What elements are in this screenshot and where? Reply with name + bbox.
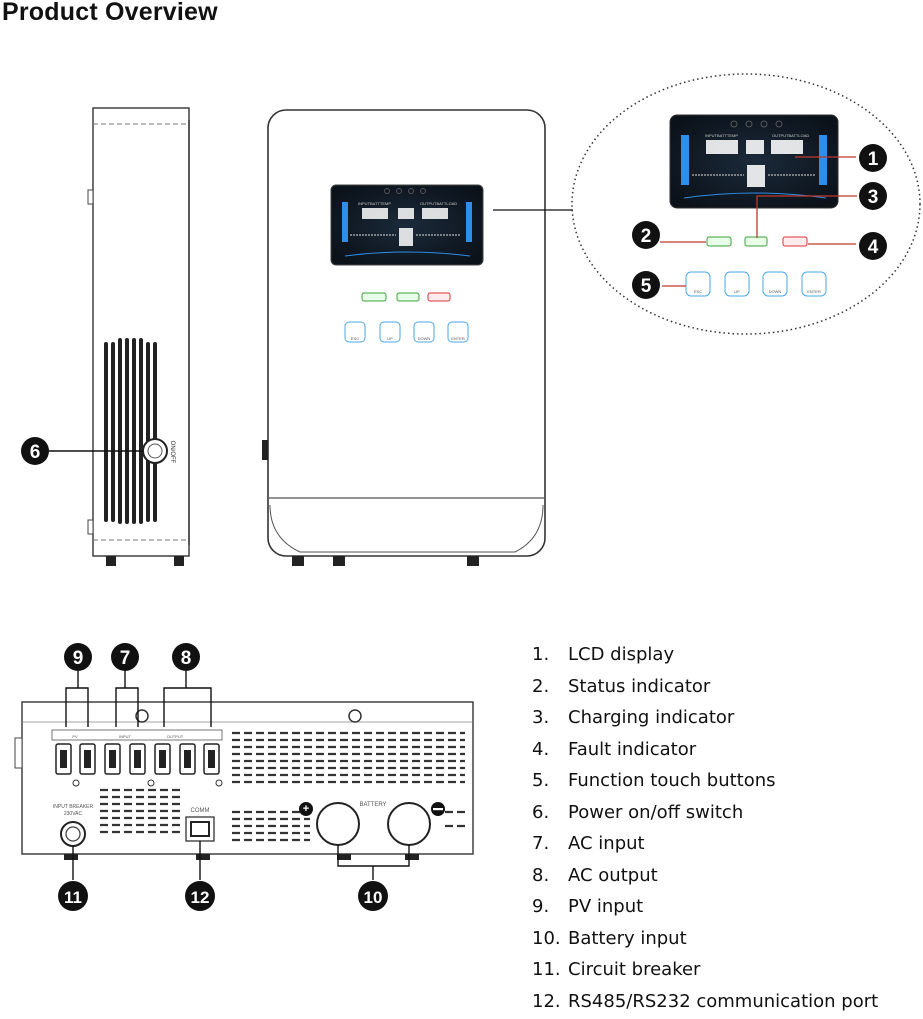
callout-number: 8 — [181, 648, 192, 669]
callout-number: 7 — [120, 648, 131, 669]
legend-item: 4.Fault indicator — [532, 736, 878, 768]
pv-terminal-label: PV — [72, 734, 78, 739]
legend-text: LCD display — [568, 644, 674, 665]
legend-number: 7. — [532, 830, 568, 858]
legend-item: 9.PV input — [532, 893, 878, 925]
legend-number: 2. — [532, 673, 568, 701]
legend-number: 1. — [532, 641, 568, 669]
callout-number: 10 — [364, 888, 383, 907]
callout-number: 12 — [191, 888, 210, 907]
front-enter-label: ENTER — [451, 336, 465, 341]
legend-number: 9. — [532, 893, 568, 921]
switch-label: ON/OFF — [169, 441, 175, 464]
lcd-input-label: INPUTBATTTEMP — [358, 201, 391, 206]
zoom-enter-label: ENTER — [807, 289, 821, 294]
legend-item: 3.Charging indicator — [532, 704, 878, 736]
legend-number: 4. — [532, 736, 568, 764]
zoom-lcd-input-label: INPUTBATTTEMP — [705, 133, 738, 138]
callout-number: 3 — [868, 187, 879, 208]
front-up-label: UP — [387, 336, 393, 341]
zoom-up-label: UP — [734, 289, 740, 294]
legend-text: Battery input — [568, 928, 687, 949]
legend-text: Fault indicator — [568, 739, 696, 760]
legend-list: 1.LCD display 2.Status indicator 3.Charg… — [532, 641, 878, 1019]
side-view: ON/OFF — [88, 108, 189, 566]
callout-number: 11 — [64, 888, 82, 907]
legend-text: RS485/RS232 communication port — [568, 991, 878, 1012]
front-view: INPUTBATTTEMP OUTPUTBATTLOAD ESC UP — [262, 110, 545, 566]
legend-item: 1.LCD display — [532, 641, 878, 673]
bottom-view: PV INPUT OUTPUT INPUT BREAKER — [15, 671, 473, 880]
legend-item: 5.Function touch buttons — [532, 767, 878, 799]
breaker-rating: 230VAC — [64, 811, 83, 817]
callout-number: 5 — [641, 276, 652, 297]
input-terminal-label: INPUT — [119, 734, 132, 739]
lcd-output-label: OUTPUTBATTLOAD — [420, 201, 457, 206]
legend-text: Circuit breaker — [568, 959, 700, 980]
legend-item: 11.Circuit breaker — [532, 956, 878, 988]
legend-text: AC input — [568, 833, 645, 854]
legend-number: 10. — [532, 925, 568, 953]
front-down-label: DOWN — [418, 336, 431, 341]
legend-number: 6. — [532, 799, 568, 827]
legend-number: 11. — [532, 956, 568, 984]
zoom-down-label: DOWN — [769, 289, 782, 294]
legend-item: 12.RS485/RS232 communication port — [532, 988, 878, 1019]
output-terminal-label: OUTPUT — [167, 734, 184, 739]
battery-positive-icon — [317, 803, 359, 845]
legend-number: 12. — [532, 988, 568, 1016]
battery-label: BATTERY — [359, 802, 386, 808]
zoom-lcd-output-label: OUTPUTBATTLOAD — [772, 133, 809, 138]
legend-number: 3. — [532, 704, 568, 732]
legend-number: 8. — [532, 862, 568, 890]
callout-number: 2 — [641, 226, 652, 247]
zoom-esc-label: ESC — [694, 289, 702, 294]
callout-number: 6 — [30, 442, 41, 463]
legend-text: Power on/off switch — [568, 802, 743, 823]
legend-item: 2.Status indicator — [532, 673, 878, 705]
legend-text: Charging indicator — [568, 707, 734, 728]
legend-text: AC output — [568, 865, 658, 886]
battery-negative-icon — [388, 803, 430, 845]
svg-text:+: + — [303, 803, 309, 815]
callout-number: 4 — [868, 237, 879, 258]
legend-text: PV input — [568, 896, 643, 917]
front-indicators — [362, 293, 450, 301]
callout-number: 9 — [73, 648, 84, 669]
legend-text: Status indicator — [568, 676, 710, 697]
legend-item: 8.AC output — [532, 862, 878, 894]
legend-number: 5. — [532, 767, 568, 795]
front-esc-label: ESC — [351, 336, 359, 341]
front-lcd: INPUTBATTTEMP OUTPUTBATTLOAD — [331, 185, 483, 265]
callout-number: 1 — [868, 149, 879, 170]
legend-item: 7.AC input — [532, 830, 878, 862]
comm-label: COMM — [191, 808, 210, 814]
legend-text: Function touch buttons — [568, 770, 776, 791]
breaker-label: INPUT BREAKER — [53, 804, 94, 810]
legend-item: 6.Power on/off switch — [532, 799, 878, 831]
legend-item: 10.Battery input — [532, 925, 878, 957]
